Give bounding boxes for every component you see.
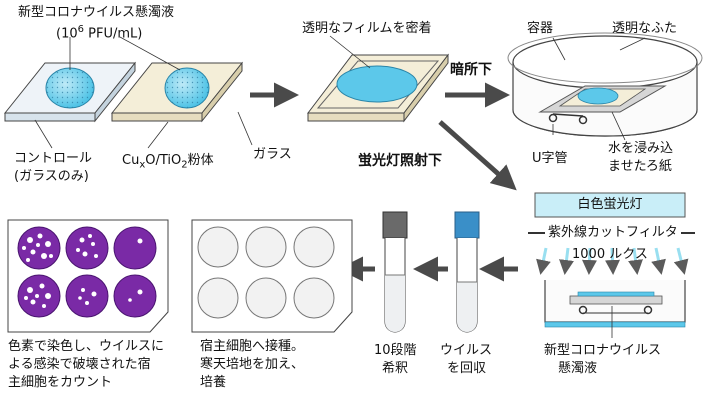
label-glass: ガラス bbox=[253, 147, 292, 162]
leader-line-powder bbox=[147, 121, 169, 149]
titer-exponent: 6 bbox=[77, 24, 84, 35]
stained-plaque-plate bbox=[7, 219, 169, 333]
powder-2: 2 bbox=[181, 159, 188, 171]
label-suspension-line1: 新型コロナウイルス bbox=[544, 343, 662, 358]
label-film: 透明なフィルムを密着 bbox=[302, 21, 432, 36]
label-filter: 紫外線カットフィルタ bbox=[545, 224, 681, 241]
label-dilution-line1: 10段階 bbox=[374, 343, 417, 358]
label-count-line2: よる感染で破壊された宿 bbox=[8, 357, 151, 372]
label-count-line1: 色素で染色し、ウイルスに bbox=[8, 339, 165, 354]
u-tube bbox=[548, 113, 588, 125]
label-inoculate-line1: 宿主細胞へ接種。 bbox=[200, 339, 305, 354]
petri-container bbox=[507, 32, 703, 137]
label-fluorescent-irradiation: 蛍光灯照射下 bbox=[358, 153, 442, 169]
coated-glass-slide bbox=[110, 61, 244, 123]
label-inoculate-line3: 培養 bbox=[200, 375, 227, 390]
titer-suffix: PFU/mL) bbox=[84, 26, 143, 42]
label-dilution-line2: 希釈 bbox=[382, 361, 409, 376]
leader-line-glass bbox=[237, 111, 253, 146]
label-powder: CuxO/TiO2粉体 bbox=[122, 152, 214, 174]
label-control-line1: コントロール bbox=[14, 151, 93, 166]
virus-droplet-coated bbox=[164, 67, 210, 109]
label-count-line3: 主細胞をカウント bbox=[8, 375, 113, 390]
label-recover-line1: ウイルス bbox=[440, 343, 493, 358]
label-dark: 暗所下 bbox=[450, 62, 492, 78]
container-under-light bbox=[544, 280, 686, 328]
leader-line-film bbox=[329, 35, 371, 69]
culture-well-plate bbox=[191, 219, 353, 333]
leader-line-container bbox=[552, 37, 566, 61]
powder-mid: O/TiO bbox=[145, 153, 182, 168]
arrow-to-fluorescent bbox=[438, 120, 517, 191]
light-rays bbox=[536, 247, 689, 275]
powder-cu: Cu bbox=[122, 153, 140, 168]
leader-line-lid bbox=[619, 37, 646, 51]
label-lux: 1000 ルクス bbox=[572, 247, 648, 262]
powder-x: x bbox=[139, 159, 146, 171]
leader-line-paper bbox=[611, 111, 626, 141]
label-titer: (106 PFU/mL) bbox=[56, 21, 142, 42]
label-lid: 透明なふた bbox=[612, 21, 678, 36]
label-suspension-line2: 懸濁液 bbox=[558, 361, 598, 376]
slide-with-film bbox=[306, 53, 450, 123]
dilution-tube bbox=[382, 211, 408, 333]
label-utube: U字管 bbox=[532, 151, 568, 166]
label-paper-line1: 水を浸み込 bbox=[608, 141, 674, 156]
label-suspension: 新型コロナウイルス懸濁液 bbox=[18, 5, 175, 20]
powder-tail: 粉体 bbox=[187, 153, 214, 168]
titer-prefix: (10 bbox=[56, 26, 78, 42]
label-paper-line2: ませたろ紙 bbox=[608, 159, 672, 174]
leader-line-droplet-2 bbox=[119, 36, 181, 71]
label-recover-line2: を回収 bbox=[447, 361, 487, 376]
label-inoculate-line2: 寒天培地を加え、 bbox=[200, 357, 305, 372]
virus-droplet-control bbox=[45, 67, 95, 109]
label-lamp: 白色蛍光灯 bbox=[577, 197, 643, 212]
fluorescent-lamp-box bbox=[534, 192, 686, 218]
leader-line-control bbox=[34, 119, 53, 149]
label-container: 容器 bbox=[527, 21, 554, 36]
label-control-line2: (ガラスのみ) bbox=[14, 169, 89, 184]
recovery-tube bbox=[454, 211, 480, 333]
